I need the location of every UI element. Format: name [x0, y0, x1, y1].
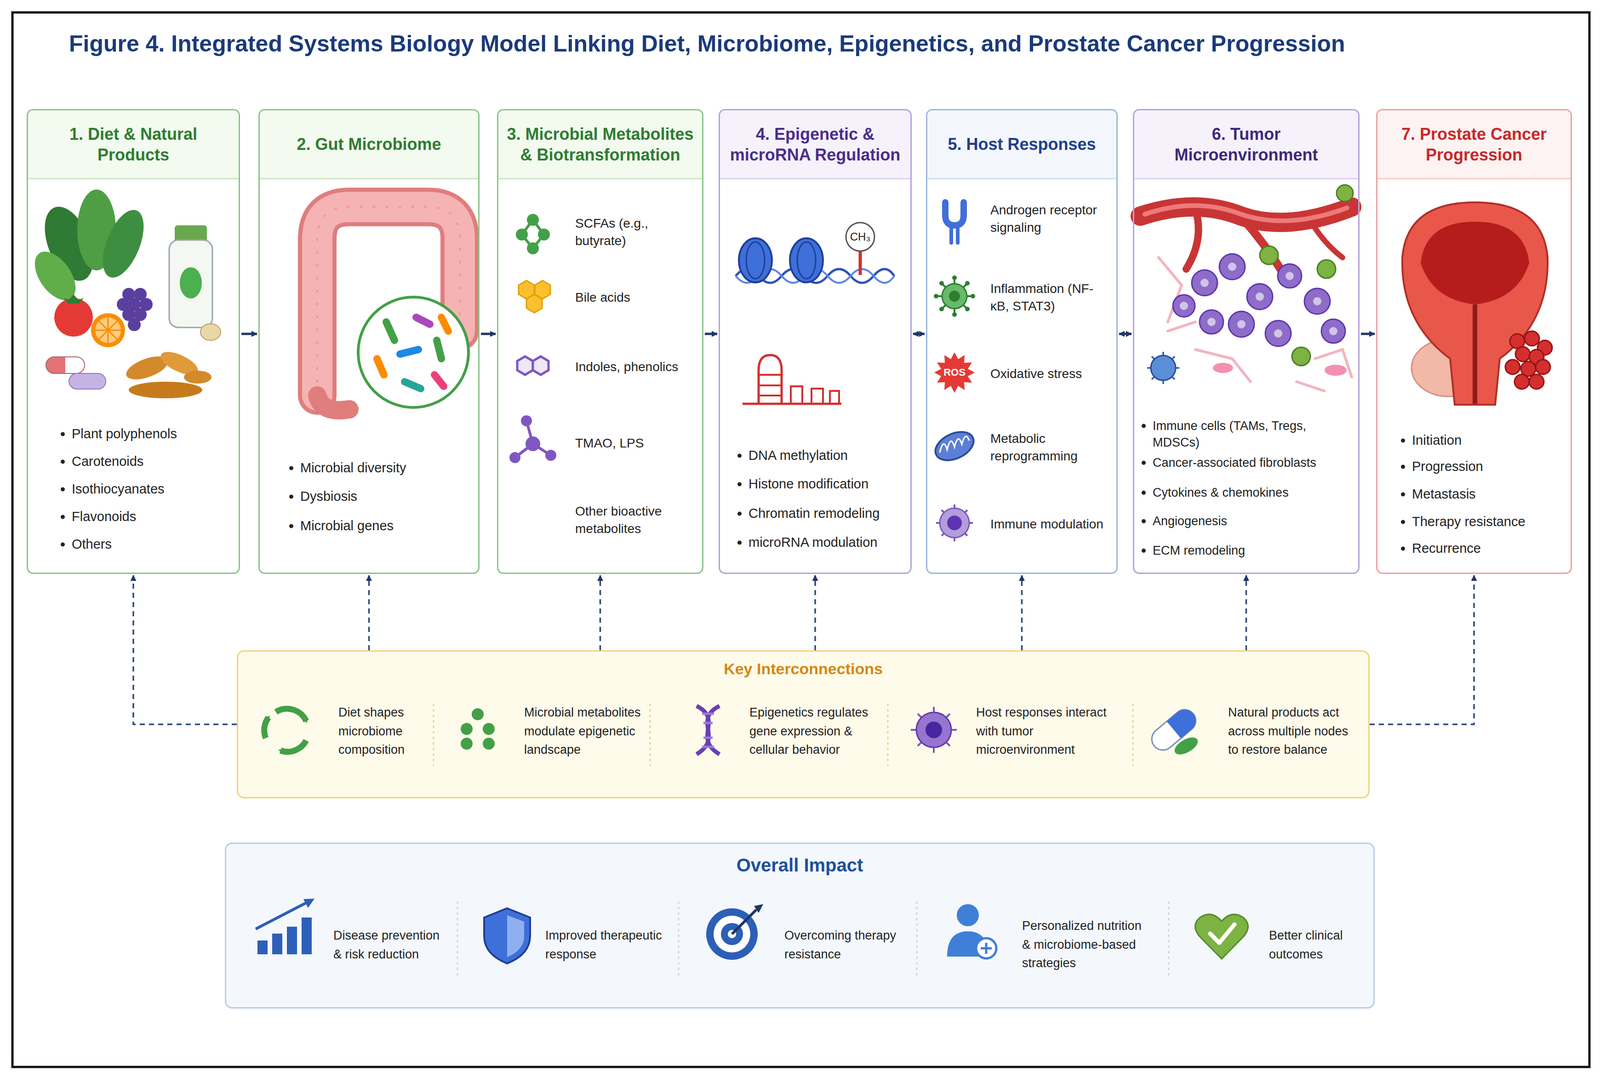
panel-item: Microbial metabolites modulate epigeneti… — [524, 702, 649, 760]
bullet-item: Metastasis — [1411, 485, 1566, 503]
metabolite-item: Oxidative stress — [990, 365, 1111, 383]
bullet-item: Therapy resistance — [1411, 512, 1566, 531]
metabolite-item: TMAO, LPS — [575, 434, 697, 452]
figure-title: Figure 4. Integrated Systems Biology Mod… — [68, 30, 1346, 58]
item-text: Host responses interact with tumor micro… — [976, 702, 1115, 760]
item-text: Microbial metabolites modulate epigeneti… — [524, 702, 649, 760]
flow-arrow — [913, 332, 925, 336]
panel-item: Improved therapeutic response — [545, 925, 670, 964]
food-illustration — [26, 189, 221, 399]
bullet-item: Others — [71, 535, 234, 554]
bullet-item: Immune cells (TAMs, Tregs, MDSCs) — [1152, 417, 1353, 452]
stage-heading: 5. Host Responses — [927, 110, 1117, 180]
panel-item: Epigenetics regulates gene expression & … — [749, 702, 881, 760]
bullet-item: Cytokines & chemokines — [1152, 484, 1353, 501]
stage-heading: 2. Gut Microbiome — [259, 110, 479, 180]
flow-arrow — [1119, 332, 1132, 336]
stage-box: 4. Epigenetic & microRNA RegulationDNA m… — [718, 108, 912, 574]
item-text: Better clinical outcomes — [1268, 925, 1350, 964]
metabolite-item: Indoles, phenolics — [575, 358, 697, 376]
item-text: Disease prevention & risk reduction — [333, 925, 446, 964]
chromatin-illustration — [735, 222, 895, 404]
prostate-illustration — [1402, 202, 1553, 405]
summary-panel: Overall ImpactDisease prevention & risk … — [224, 842, 1375, 1009]
dashed-connector — [1245, 575, 1248, 651]
bullet-item: Angiogenesis — [1152, 512, 1353, 530]
flow-arrow — [1360, 332, 1375, 336]
metabolite-item: Bile acids — [575, 288, 697, 307]
dashed-connector — [1021, 575, 1023, 651]
stage-heading: 3. Microbial Metabolites & Biotransforma… — [498, 110, 703, 180]
panel-item: Personalized nutrition & microbiome-base… — [1022, 916, 1154, 973]
panel-item: Host responses interact with tumor micro… — [976, 702, 1115, 760]
stage-heading: 7. Prostate Cancer Progression — [1377, 110, 1571, 180]
panel-item: Better clinical outcomes — [1268, 925, 1350, 964]
bullet-item: Isothiocyanates — [71, 480, 234, 498]
flow-arrow — [241, 332, 258, 336]
bullet-item: Histone modification — [748, 474, 905, 493]
microenvironment-illustration — [1140, 184, 1354, 391]
item-text: Personalized nutrition & microbiome-base… — [1022, 916, 1154, 973]
stage-box: 7. Prostate Cancer ProgressionInitiation… — [1376, 108, 1572, 574]
item-text: Epigenetics regulates gene expression & … — [749, 702, 881, 760]
bullet-item: Chromatin remodeling — [748, 504, 905, 523]
bullet-item: ECM remodeling — [1152, 542, 1353, 559]
stage-heading: 1. Diet & Natural Products — [28, 110, 239, 180]
dashed-connector — [368, 575, 371, 651]
panel-item: Natural products act across multiple nod… — [1228, 702, 1355, 760]
dashed-connector — [133, 575, 237, 725]
stage-box: 6. Tumor MicroenvironmentImmune cells (T… — [1132, 108, 1360, 574]
outer-frame — [12, 12, 1590, 1067]
bullet-item: Plant polyphenols — [71, 424, 234, 443]
summary-panel: Key InterconnectionsDiet shapes microbio… — [236, 650, 1370, 799]
stage-heading: 6. Tumor Microenvironment — [1134, 110, 1359, 180]
panel-fill — [224, 842, 1375, 1009]
bullet-item: Cancer-associated fibroblasts — [1152, 454, 1353, 471]
bullet-item: Progression — [1411, 457, 1566, 476]
bullet-item: microRNA modulation — [748, 533, 905, 552]
panel-title: Key Interconnections — [238, 659, 1369, 678]
stage-heading: 4. Epigenetic & microRNA Regulation — [720, 110, 911, 180]
metabolite-icons — [509, 213, 557, 463]
bullet-item: Microbial diversity — [300, 458, 473, 477]
metabolite-item: Other bioactive metabolites — [575, 502, 697, 538]
panel-title: Overall Impact — [226, 854, 1374, 876]
item-text: Diet shapes microbiome composition — [338, 702, 429, 760]
metabolite-item: SCFAs (e.g., butyrate) — [575, 214, 697, 250]
panel-item: Disease prevention & risk reduction — [333, 925, 446, 964]
bullet-item: Flavonoids — [71, 507, 234, 526]
item-text: Overcoming therapy resistance — [784, 925, 905, 964]
bullet-item: Carotenoids — [71, 452, 234, 471]
host-response-icons — [931, 202, 979, 542]
panel-item: Overcoming therapy resistance — [784, 925, 905, 964]
stage-box: 3. Microbial Metabolites & Biotransforma… — [497, 108, 704, 574]
flow-arrow — [480, 332, 496, 336]
stage-box: 5. Host ResponsesAndrogen receptor signa… — [925, 108, 1118, 574]
bullet-item: Initiation — [1411, 431, 1566, 450]
metabolite-item: Inflammation (NF-κB, STAT3) — [990, 280, 1111, 315]
dashed-connector — [814, 575, 817, 651]
dashed-connector — [1369, 575, 1475, 725]
metabolite-item: Immune modulation — [990, 515, 1111, 533]
item-text: Natural products act across multiple nod… — [1228, 702, 1355, 760]
panel-fill — [236, 650, 1370, 799]
colon-illustration — [317, 206, 469, 411]
stage-box: 1. Diet & Natural ProductsPlant polyphen… — [26, 108, 240, 574]
metabolite-item: Androgen receptor signaling — [990, 201, 1111, 237]
panel-item: Diet shapes microbiome composition — [338, 702, 429, 760]
icon-label: ROS — [943, 366, 966, 379]
bullet-item: DNA methylation — [748, 446, 905, 465]
bullet-item: Recurrence — [1411, 539, 1566, 558]
metabolite-item: Metabolic reprogramming — [990, 429, 1111, 465]
impact-icons — [255, 898, 1249, 978]
interconnection-icons — [264, 703, 1201, 766]
bullet-item: Dysbiosis — [300, 487, 473, 506]
item-text: Improved therapeutic response — [545, 925, 670, 964]
dashed-connector — [599, 575, 602, 651]
stage-box: 2. Gut MicrobiomeMicrobial diversityDysb… — [258, 108, 480, 574]
flow-arrow — [704, 332, 718, 336]
bullet-item: Microbial genes — [300, 516, 473, 535]
icon-label: CH₃ — [850, 230, 871, 244]
